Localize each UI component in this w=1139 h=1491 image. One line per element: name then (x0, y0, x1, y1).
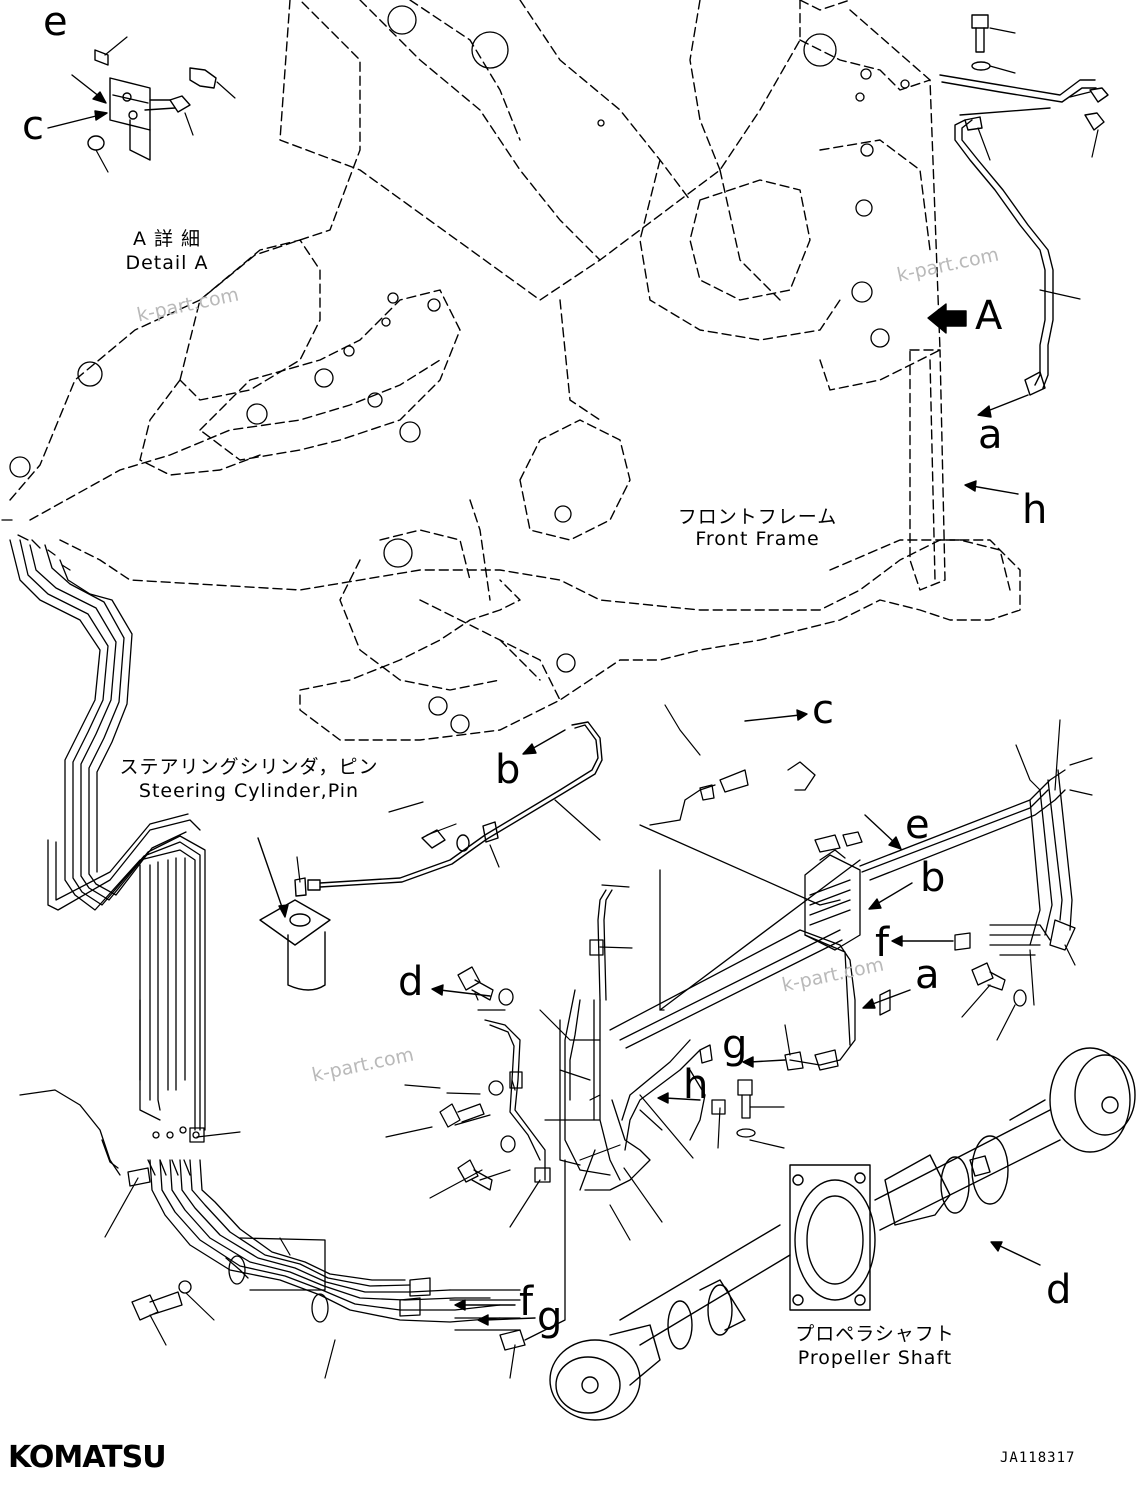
callout-h-mid: h (683, 1062, 709, 1108)
caption-front-frame-ja: フロントフレーム (677, 506, 838, 528)
caption-front-frame-en: Front Frame (695, 528, 820, 550)
caption-detail-ja: A 詳 細 (132, 228, 202, 250)
center-harness (439, 761, 1076, 1341)
callout-b-left: b (495, 747, 521, 793)
caption-propeller-ja: プロペラシャフト (795, 1323, 955, 1345)
top-right-pipe (939, 74, 1097, 396)
callout-g-bottom: g (537, 1294, 563, 1340)
propeller-shaft (549, 1047, 1136, 1421)
front-frame (9, 0, 1021, 741)
caption-steering-en: Steering Cylinder,Pin (138, 780, 360, 802)
detail-a-bracket (87, 49, 217, 161)
frame-holes (9, 5, 910, 734)
top-right-fittings (964, 14, 1109, 131)
callout-d-left: d (398, 959, 424, 1005)
callout-c-detail: c (22, 103, 44, 149)
callout-f-bottom: f (519, 1279, 534, 1325)
callout-e-detail: e (43, 0, 68, 45)
leader-lines (95, 27, 1099, 1379)
callout-h-upper: h (1022, 487, 1048, 533)
caption-steering-ja: ステアリングシリンダ，ピン (119, 756, 379, 778)
caption-propeller-en: Propeller Shaft (797, 1347, 953, 1369)
steering-pipe (259, 721, 603, 991)
lower-left-harness (19, 1089, 526, 1351)
callout-e-mid: e (905, 802, 930, 848)
komatsu-logo: KOMATSU (8, 1440, 167, 1475)
drawing-code: JA118317 (1000, 1450, 1076, 1466)
callout-A-view: A (975, 293, 1003, 339)
callout-g-mid: g (722, 1022, 748, 1068)
callout-arrows (47, 74, 1041, 1326)
callout-b-mid: b (920, 855, 946, 901)
callout-a-upper: a (978, 412, 1003, 458)
left-pipe-bundle (1, 519, 206, 1143)
callout-a-mid: a (915, 952, 940, 998)
callout-f-mid: f (875, 920, 890, 966)
callout-d-right: d (1046, 1267, 1072, 1313)
callout-c-mid: c (812, 687, 834, 733)
caption-detail-en: Detail A (125, 252, 209, 274)
